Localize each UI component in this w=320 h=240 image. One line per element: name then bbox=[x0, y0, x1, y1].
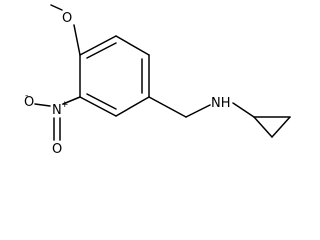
methoxy-group bbox=[50, 4, 81, 56]
methoxy-oxygen-label: O bbox=[62, 11, 72, 26]
aminomethyl-chain bbox=[148, 96, 255, 118]
bond-n-cyclopropyl bbox=[232, 102, 255, 118]
nitro-oxygen-double-label: O bbox=[52, 142, 62, 157]
bond-o-ring bbox=[73, 24, 81, 56]
bond-n-o-single bbox=[34, 103, 51, 107]
ring-bond-1 bbox=[79, 35, 117, 56]
amine-label: NH bbox=[211, 96, 231, 111]
ring-bond-5-inner bbox=[86, 93, 117, 110]
cyclopropyl-ring bbox=[253, 116, 291, 138]
cyclopropyl-bond-2 bbox=[271, 116, 291, 138]
bond-ch2-n bbox=[185, 104, 211, 118]
bond-ring-n bbox=[62, 96, 81, 105]
cyclopropyl-bond-3 bbox=[253, 116, 273, 138]
benzene-ring bbox=[79, 35, 150, 117]
nitro-oxygen-single-label: O bbox=[24, 95, 34, 110]
nitro-nitrogen-charge: + bbox=[61, 100, 69, 110]
nitro-nitrogen-label: N bbox=[52, 103, 62, 118]
ring-bond-5 bbox=[79, 96, 117, 117]
ring-bond-4 bbox=[115, 96, 150, 117]
nitro-group bbox=[34, 96, 81, 141]
bond-methyl-o bbox=[50, 4, 63, 11]
bond-ring-ch2 bbox=[148, 96, 187, 118]
structure-canvas: O N + O - O NH bbox=[24, 4, 291, 157]
ring-bond-2 bbox=[115, 35, 150, 56]
molecule-diagram: O N + O - O NH bbox=[24, 4, 291, 157]
nitro-oxygen-charge: - bbox=[25, 91, 28, 101]
ring-bond-1-inner bbox=[86, 42, 117, 59]
